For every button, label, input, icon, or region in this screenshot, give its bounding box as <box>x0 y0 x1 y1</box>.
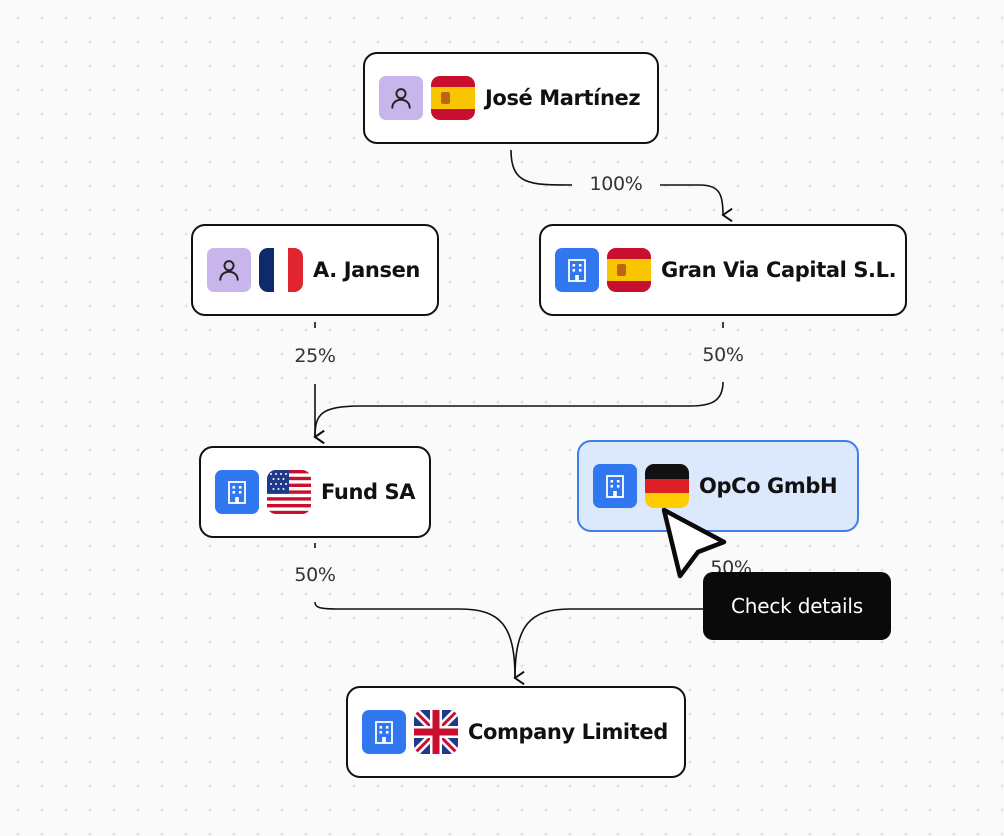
edge-granvia-fund <box>315 322 724 437</box>
node-label: A. Jansen <box>313 258 420 282</box>
node-company-limited[interactable]: Company Limited <box>346 686 686 778</box>
node-label: Fund SA <box>321 480 416 504</box>
building-icon <box>593 464 637 508</box>
edge-label-fund-company: 50% <box>291 564 339 586</box>
node-a-jansen[interactable]: A. Jansen <box>191 224 439 316</box>
building-icon <box>362 710 406 754</box>
node-label: OpCo GmbH <box>699 474 838 498</box>
france-flag-icon <box>259 248 303 292</box>
node-fund-sa[interactable]: Fund SA <box>199 446 431 538</box>
uk-flag-icon <box>414 710 458 754</box>
person-icon <box>207 248 251 292</box>
cursor-arrow-icon <box>661 507 727 579</box>
node-label: Gran Via Capital S.L. <box>661 258 897 282</box>
edge-label-jansen-fund: 25% <box>291 345 339 367</box>
edge-fund-company <box>314 543 515 678</box>
spain-flag-icon <box>431 76 475 120</box>
spain-flag-icon <box>607 248 651 292</box>
edge-opco-company <box>514 608 703 679</box>
edge-jose-granvia <box>510 149 723 215</box>
usa-flag-icon <box>267 470 311 514</box>
building-icon <box>555 248 599 292</box>
edge-label-granvia-fund: 50% <box>699 344 747 366</box>
node-gran-via-capital[interactable]: Gran Via Capital S.L. <box>539 224 907 316</box>
person-icon <box>379 76 423 120</box>
node-label: Company Limited <box>468 720 668 744</box>
edge-label-jose-granvia: 100% <box>586 173 646 195</box>
node-jose-martinez[interactable]: José Martínez <box>363 52 659 144</box>
germany-flag-icon <box>645 464 689 508</box>
building-icon <box>215 470 259 514</box>
check-details-tooltip: Check details <box>703 572 891 640</box>
node-opco-gmbh[interactable]: OpCo GmbH <box>577 440 859 532</box>
node-label: José Martínez <box>485 86 641 110</box>
